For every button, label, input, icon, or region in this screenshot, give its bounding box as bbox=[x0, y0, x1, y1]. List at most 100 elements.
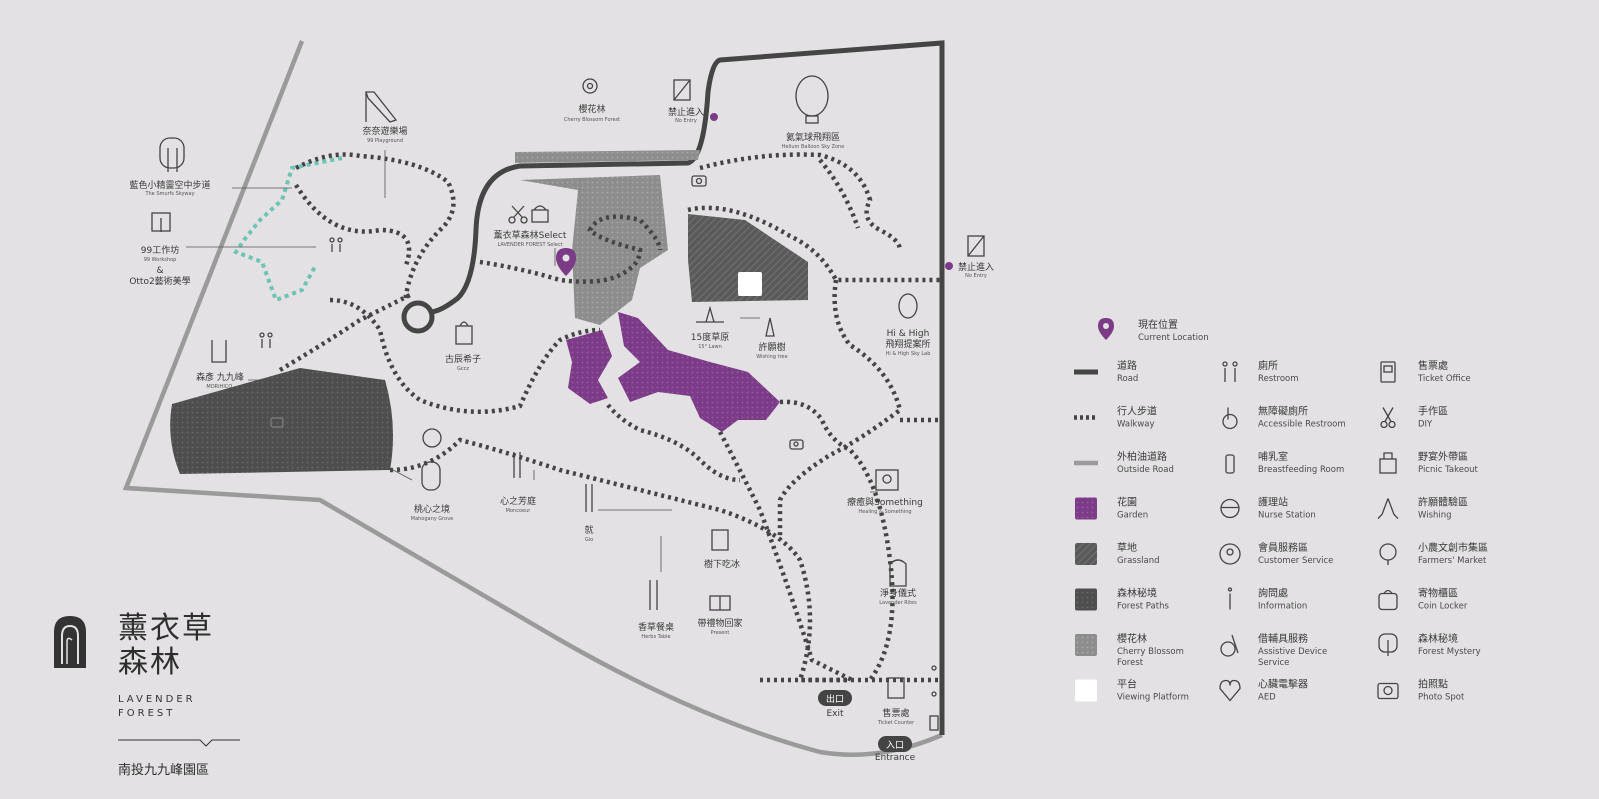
legend-label-en: Coin Locker bbox=[1418, 602, 1468, 612]
legend-label-zh: 花園 bbox=[1117, 496, 1137, 509]
fork-knife-icon bbox=[585, 484, 593, 512]
icecream-label: 樹下吃冰 bbox=[704, 558, 740, 570]
legend-item-restroom: 廁所 Restroom bbox=[1222, 359, 1299, 384]
small-service-icons bbox=[929, 665, 939, 731]
camera-icon bbox=[789, 439, 804, 450]
legend-label-en: Nurse Station bbox=[1258, 511, 1316, 521]
no-entry-right-label: 禁止進入 bbox=[958, 261, 994, 273]
legend-label-zh: 野宴外帶區 bbox=[1418, 450, 1468, 463]
cherry-strip bbox=[515, 150, 700, 163]
no-entry-right-label-en: No Entry bbox=[965, 273, 987, 279]
scissors-icon bbox=[1380, 407, 1396, 429]
select-label: 薰衣草森林Select bbox=[494, 229, 567, 241]
locker-icon bbox=[1378, 589, 1398, 611]
no-entry-top-label: 禁止進入 bbox=[668, 106, 704, 118]
balloon-icon bbox=[795, 75, 829, 124]
balloon-small-icon bbox=[898, 293, 918, 319]
legend-label-zh: 無障礙廁所 bbox=[1258, 405, 1308, 418]
entrance-label-en: Entrance bbox=[875, 753, 916, 763]
legend-label-zh: 廁所 bbox=[1258, 359, 1278, 372]
basket-icon bbox=[531, 205, 549, 223]
breastfeeding-icon bbox=[1225, 454, 1235, 474]
legend-label-en: Restroom bbox=[1258, 374, 1299, 384]
legend-label-zh: 哺乳室 bbox=[1258, 450, 1288, 463]
skyway-label: 藍色小精靈空中步道 bbox=[129, 179, 210, 191]
legend-label-zh: 拍照點 bbox=[1418, 678, 1448, 691]
cherry-label-en: Cherry Blossom Forest bbox=[564, 117, 620, 123]
legend-label-en: Customer Service bbox=[1258, 556, 1333, 566]
workshop-label-en: 99 Workshop bbox=[144, 257, 177, 263]
playground-label: 奈奈遊樂場 bbox=[362, 125, 407, 137]
morihico-label-en: MORIHICO. bbox=[206, 384, 234, 390]
brand-title-line1: 薰衣草 bbox=[118, 611, 214, 646]
legend-label-en: Viewing Platform bbox=[1117, 693, 1189, 703]
gccz-label: 古辰希子 bbox=[445, 353, 481, 365]
legend-label-en-2: Forest bbox=[1117, 658, 1144, 668]
moncoeur-label: 心之芳庭 bbox=[500, 495, 536, 507]
aed-icon bbox=[1219, 679, 1241, 702]
vegetable-icon bbox=[1379, 543, 1397, 565]
lawn-icon bbox=[696, 305, 724, 323]
forest-zone-center bbox=[520, 175, 668, 325]
lawn-label-en: 15° Lawn bbox=[698, 344, 722, 350]
mahogany-label: 桃心之境 bbox=[414, 503, 450, 515]
takeout-bag-icon bbox=[455, 321, 473, 345]
legend-label-zh: 心臟電擊器 bbox=[1258, 678, 1308, 691]
present-label: 帶禮物回家 bbox=[697, 617, 742, 629]
camera-icon bbox=[1377, 682, 1399, 700]
legend-label-zh: 小農文創市集區 bbox=[1418, 541, 1488, 554]
wishing-label: 許願樹 bbox=[758, 341, 785, 353]
legend-label-zh: 售票處 bbox=[1418, 359, 1448, 372]
main-road bbox=[429, 40, 945, 735]
legend-item-picnic-takeout: 野宴外帶區 Picnic Takeout bbox=[1379, 450, 1479, 475]
grassland-swatch-icon bbox=[1075, 543, 1097, 565]
legend-label-en: Picnic Takeout bbox=[1418, 465, 1479, 475]
legend-label-en: Road bbox=[1117, 374, 1138, 384]
viewing-platform bbox=[738, 272, 762, 296]
present-label-en: Present bbox=[711, 630, 730, 636]
no-entry-icon bbox=[673, 79, 691, 101]
legend-label-zh: 寄物櫃區 bbox=[1418, 587, 1458, 600]
skyway-label-en: The Smurfs Skyway bbox=[144, 191, 194, 197]
legend-label-en: Forest Paths bbox=[1117, 602, 1169, 612]
gccz-label-en: Gccz bbox=[457, 366, 469, 372]
gio-label: 就 bbox=[584, 524, 593, 536]
legend-label-zh: 森林秘境 bbox=[1418, 632, 1458, 645]
no-entry-icon bbox=[967, 235, 985, 257]
rites-label-en: Lavender Rites bbox=[879, 600, 917, 606]
cherry-swatch-icon bbox=[1075, 634, 1097, 656]
legend-label-en: Grassland bbox=[1117, 556, 1160, 566]
entrance-badge bbox=[878, 736, 912, 752]
workshop-icon bbox=[151, 212, 171, 232]
mahogany-label-en: Mahogany Grove bbox=[411, 516, 453, 522]
entrance-label: 入口 bbox=[886, 740, 904, 751]
assistive-device-icon bbox=[1220, 634, 1239, 657]
herbs-label: 香草餐桌 bbox=[638, 621, 674, 633]
cup-icon bbox=[211, 340, 227, 363]
skylab-label-en: Hi & High Sky Lab bbox=[886, 351, 931, 357]
legend-label-en: Garden bbox=[1117, 511, 1148, 521]
nurse-station-icon bbox=[1220, 498, 1240, 519]
slide-icon bbox=[365, 91, 398, 123]
brand-title-line2: 森林 bbox=[118, 645, 182, 680]
legend-label-en: Outside Road bbox=[1117, 465, 1174, 475]
brand-area-label: 南投九九峰園區 bbox=[118, 762, 209, 778]
healing-label-en: Healing & Something bbox=[858, 509, 911, 515]
legend-label-en: Farmers' Market bbox=[1418, 556, 1487, 566]
exit-badge bbox=[818, 690, 852, 706]
balloon-label: 氦氣球飛翔區 bbox=[786, 131, 840, 143]
ticket-counter-label-en: Ticket Counter bbox=[877, 720, 915, 726]
cherry-label: 櫻花林 bbox=[578, 103, 605, 115]
legend-label-en: DIY bbox=[1418, 420, 1433, 430]
legend-current-location: 現在位置 Current Location bbox=[1098, 318, 1209, 343]
